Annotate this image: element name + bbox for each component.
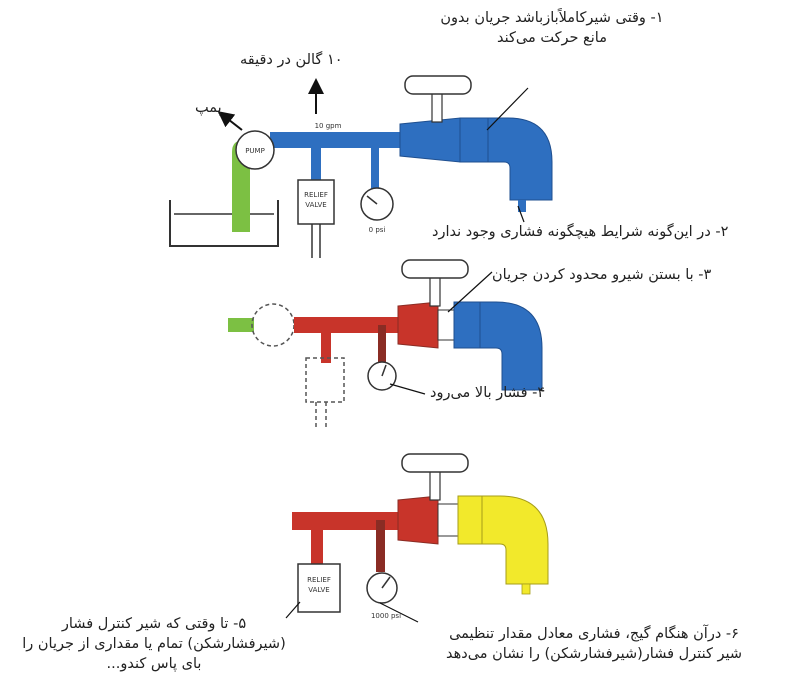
caption-6: ۶- درآن هنگام گیج، فشاری معادل مقدار تنظ… [408, 624, 780, 664]
relief-valve-3-label-1: RELIEF [307, 576, 331, 584]
caption-6-line-2: شیر کنترل فشار(شیرفشارشکن) را نشان می‌ده… [445, 646, 742, 662]
relief-valve-3-label-2: VALVE [308, 586, 329, 594]
caption-5-line-3: بای پاس کندو... [106, 656, 202, 672]
pump-outline [251, 303, 295, 347]
control-valve [399, 117, 461, 163]
gpm-label: 10 gpm [315, 122, 342, 130]
caption-2: ۲- در این‌گونه شرایط هیچگونه فشاری وجود … [432, 224, 729, 240]
caption-pump: پمپ [195, 100, 222, 116]
caption-5: ۵- تا وقتی که شیر کنترل فشار (شیرفشارشکن… [6, 614, 302, 674]
outlet-elbow-3 [481, 495, 549, 585]
outlet-elbow-2 [479, 301, 543, 391]
gauge-reading-3: 1000 psi [371, 612, 401, 620]
gauge-reading: 0 psi [369, 226, 386, 234]
control-valve-2 [397, 301, 439, 349]
pump-arrow [217, 111, 243, 131]
relief-valve [297, 179, 335, 225]
outlet-elbow [487, 117, 553, 201]
pump-label: PUMP [245, 147, 265, 155]
relief-valve-3 [297, 563, 341, 613]
caption-5-line-2: (شیرفشارشکن) تمام یا مقداری از جریان را [22, 636, 286, 652]
stage-2-restricted-valve [228, 259, 543, 430]
relief-valve-label-1: RELIEF [304, 191, 328, 199]
caption-flow: ۱۰ گالن در دقیقه [240, 52, 343, 68]
caption-3: ۳- با بستن شیرو محدود کردن جریان [492, 267, 712, 283]
control-valve-3 [397, 495, 439, 545]
valve-handle-3 [401, 453, 469, 473]
caption-5-line-1: ۵- تا وقتی که شیر کنترل فشار [61, 616, 247, 632]
valve-handle-2 [401, 259, 469, 279]
stage-1-open-valve: PUMP 10 gpm RELIEF VALVE 0 psi [169, 75, 553, 258]
reservoir-tank [169, 200, 279, 247]
caption-1: ۱- وقتی شیرکاملاًبازباشد جریان بدون مانع… [402, 8, 702, 48]
caption-4: ۴- فشار بالا می‌رود [430, 385, 546, 401]
caption-6-line-1: ۶- درآن هنگام گیج، فشاری معادل مقدار تنظ… [449, 626, 739, 642]
valve-handle [404, 75, 472, 95]
relief-valve-label-2: VALVE [305, 201, 326, 209]
stage-3-closed-valve: RELIEF VALVE 1000 psi [285, 453, 549, 623]
pump [235, 130, 275, 170]
caption-1-line-1: ۱- وقتی شیرکاملاًبازباشد جریان بدون [440, 10, 664, 26]
caption-1-line-2: مانع حرکت می‌کند [496, 30, 607, 46]
